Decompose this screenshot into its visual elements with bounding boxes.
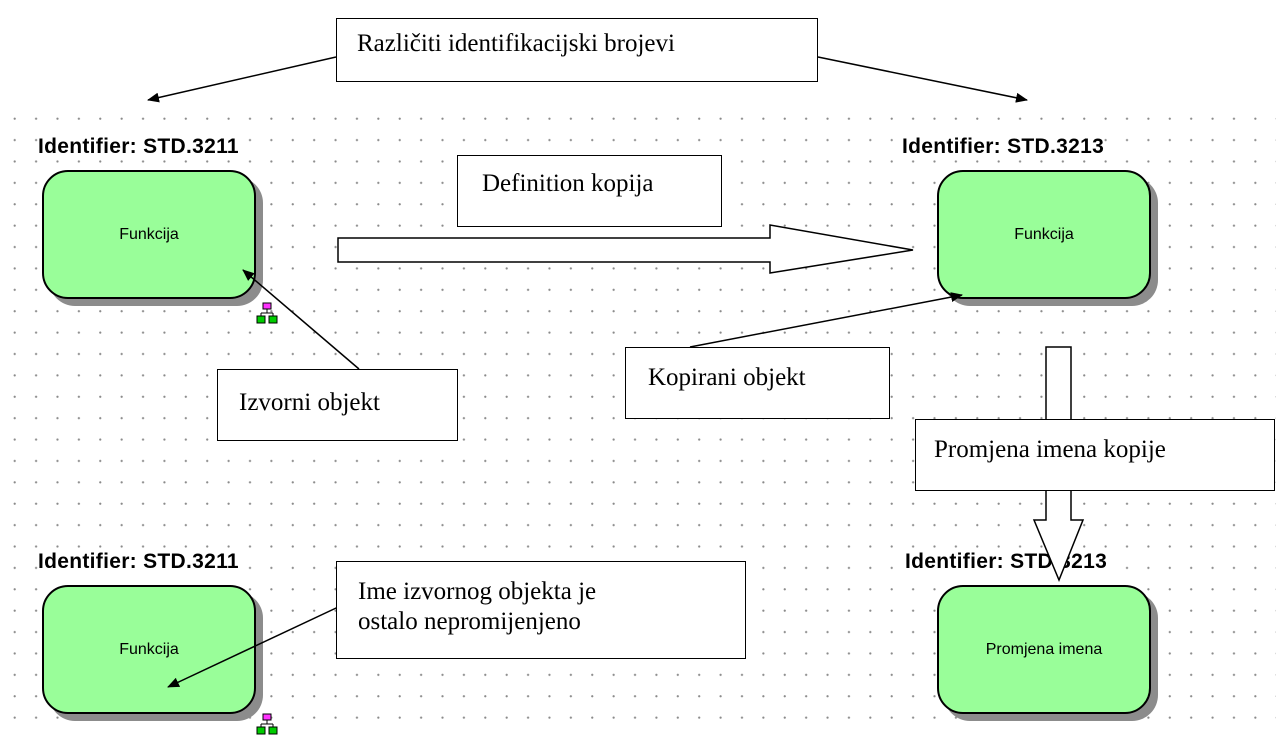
function-object-renamed-copy[interactable]: Promjena imena	[937, 585, 1151, 714]
callout-definition-copy: Definition kopija	[457, 155, 722, 227]
callout-text: Definition kopija	[482, 170, 654, 197]
callout-different-ids: Različiti identifikacijski brojevi	[336, 18, 818, 82]
function-object-source[interactable]: Funkcija	[42, 170, 256, 299]
callout-source-name-unchanged: Ime izvornog objekta je ostalo nepromije…	[336, 561, 746, 659]
callout-text: Promjena imena kopije	[934, 436, 1166, 463]
function-object-label: Funkcija	[1014, 225, 1074, 243]
arrow-to-source-name	[167, 600, 352, 688]
function-object-label: Promjena imena	[985, 640, 1103, 658]
callout-text: Izvorni objekt	[239, 389, 380, 416]
hierarchy-icon[interactable]	[256, 713, 278, 735]
arrow-to-source-object	[242, 269, 360, 370]
identifier-label-top-right: Identifier: STD.3213	[902, 135, 1105, 159]
callout-copied-object: Kopirani objekt	[625, 347, 890, 419]
callout-text-line-1: Ime izvornog objekta je	[358, 578, 597, 605]
callout-rename-copy: Promjena imena kopije	[915, 419, 1275, 491]
callout-text: Različiti identifikacijski brojevi	[357, 30, 675, 57]
function-object-source-after[interactable]: Funkcija	[42, 585, 256, 714]
identifier-label-top-left: Identifier: STD.3211	[38, 135, 239, 159]
function-object-label: Funkcija	[119, 225, 179, 243]
copy-direction-arrow	[337, 224, 914, 274]
hierarchy-icon[interactable]	[256, 302, 278, 324]
arrow-to-copied-object	[689, 292, 963, 348]
function-object-label: Funkcija	[119, 640, 179, 658]
callout-text: Kopirani objekt	[648, 364, 806, 391]
callout-text-line-2: ostalo nepromijenjeno	[358, 608, 581, 635]
identifier-label-bottom-left: Identifier: STD.3211	[38, 550, 239, 574]
function-object-copy[interactable]: Funkcija	[937, 170, 1151, 299]
arrow-to-left-identifier	[147, 56, 337, 103]
arrow-to-right-identifier	[817, 56, 1028, 103]
callout-source-object: Izvorni objekt	[217, 369, 458, 441]
